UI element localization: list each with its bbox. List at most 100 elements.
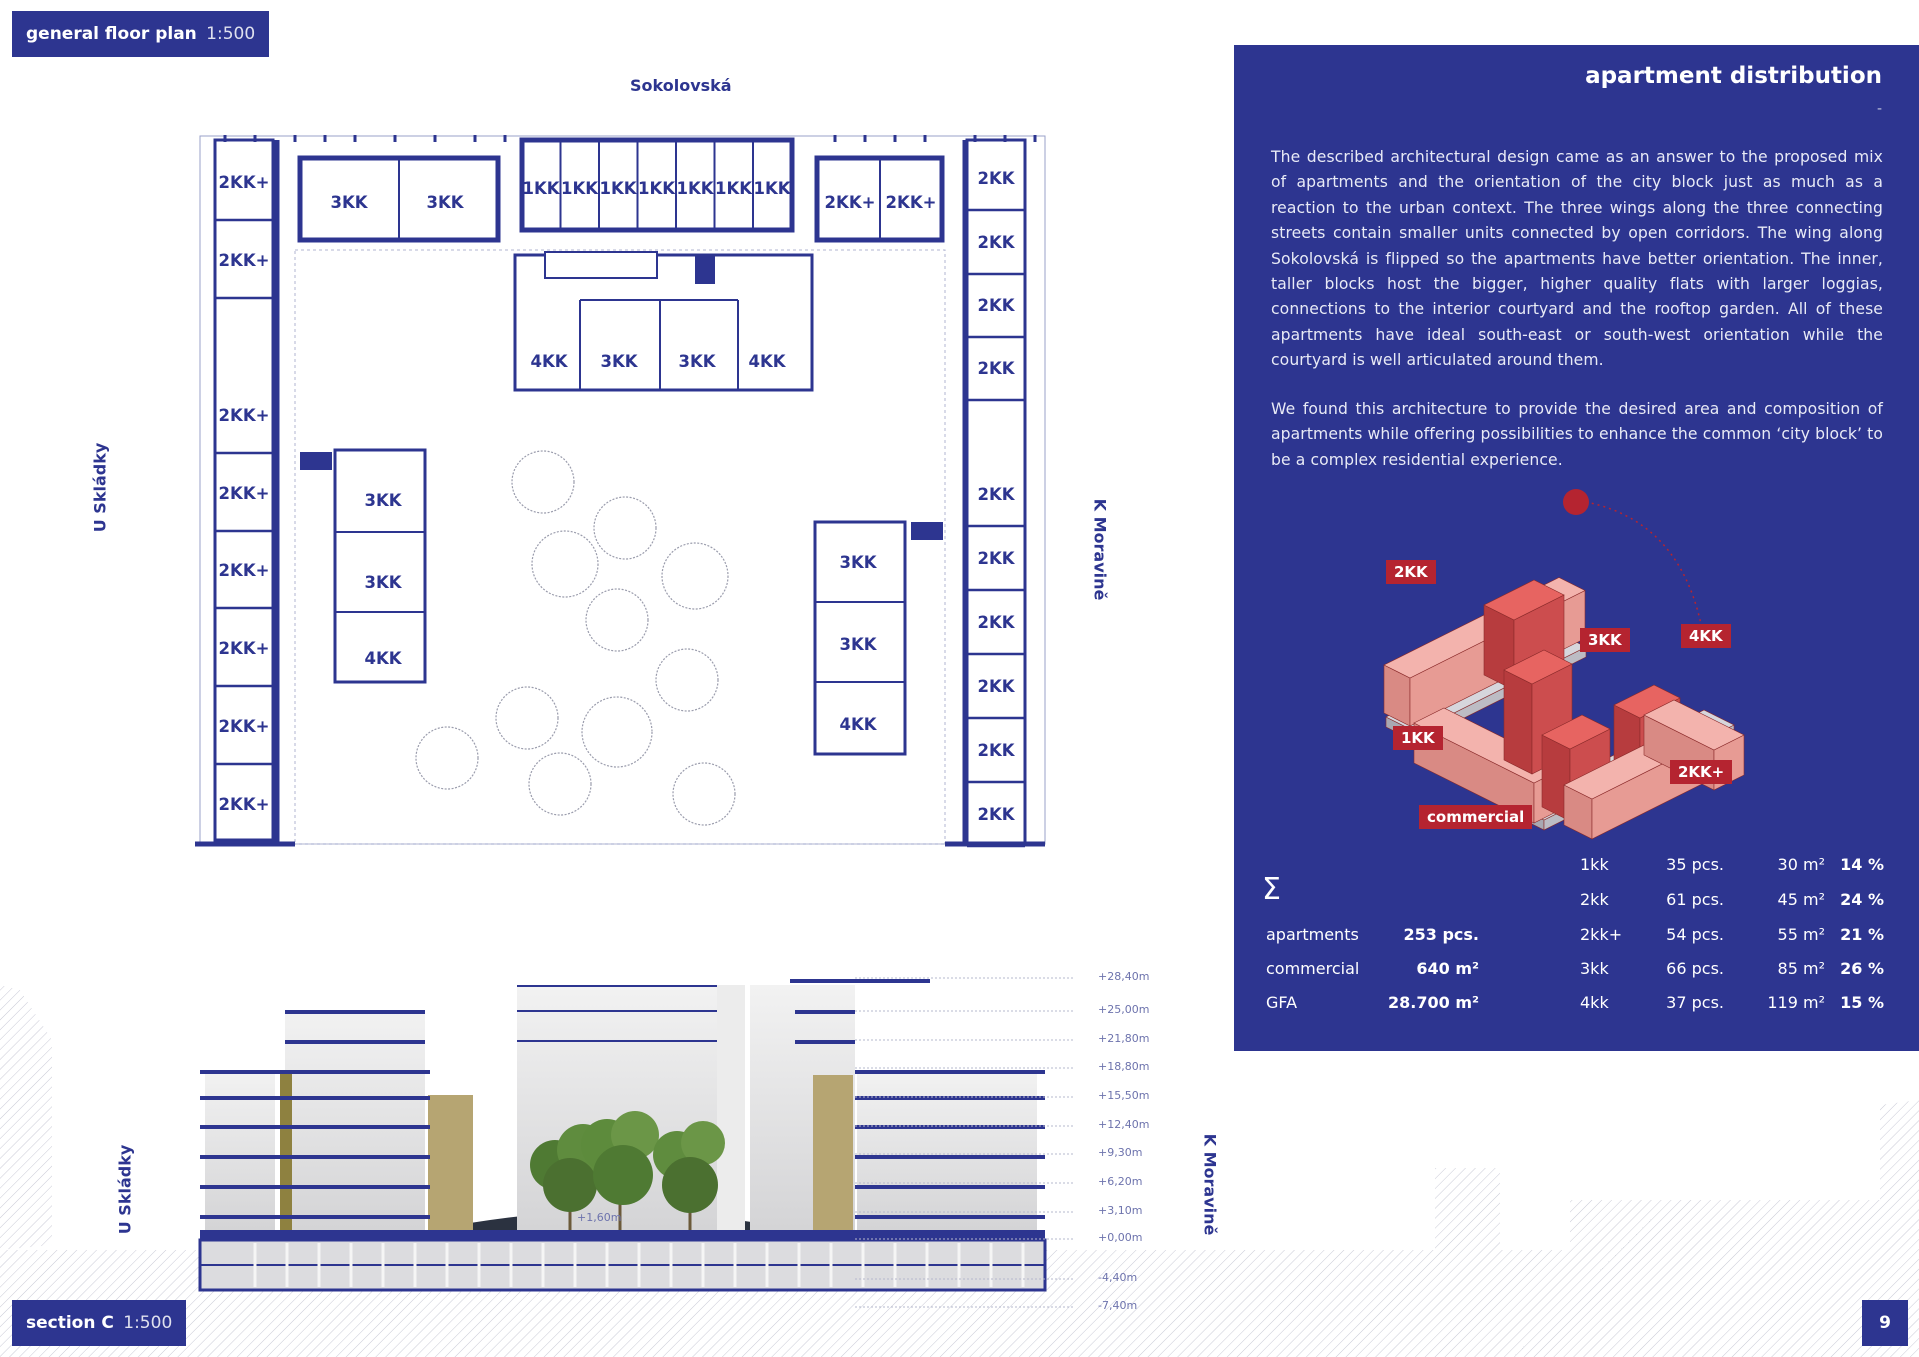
- unit-right-9: 2KK: [977, 741, 1015, 760]
- unit-left-6: 2KK+: [219, 639, 270, 658]
- mix-type: 1kk: [1580, 855, 1609, 874]
- iso-block-right-wing: [1643, 699, 1745, 751]
- unit-top-mid-5: 1KK: [676, 179, 714, 198]
- unit-inner-right-2: 3KK: [839, 635, 877, 654]
- description-paragraph-2: We found this architecture to provide th…: [1271, 400, 1883, 469]
- unit-left-8: 2KK+: [219, 795, 270, 814]
- unit-top-right-2: 2KK+: [886, 193, 937, 212]
- elevation-label: +21,80m: [1098, 1032, 1150, 1045]
- iso-label-2kk-plus: 2KK+: [1670, 760, 1733, 784]
- floor-slab-center: [517, 985, 717, 987]
- unit-inner-left-1: 3KK: [364, 491, 402, 510]
- iso-label-commercial: commercial: [1419, 805, 1533, 829]
- elevation-label: +3,10m: [1098, 1204, 1143, 1217]
- section-title: section C: [26, 1313, 114, 1333]
- unit-left-1: 2KK+: [219, 173, 270, 192]
- floor-slab-right: [855, 1070, 1045, 1074]
- iso-label-3kk: 3KK: [1580, 628, 1630, 652]
- unit-left-7: 2KK+: [219, 717, 270, 736]
- street-top-label: Sokolovská: [630, 76, 732, 95]
- floor-plan-tag: general floor plan 1:500: [12, 11, 270, 57]
- floor-slab-left: [200, 1125, 430, 1129]
- mix-count: 54 pcs.: [1666, 925, 1724, 944]
- unit-top-mid-6: 1KK: [715, 179, 753, 198]
- mix-type: 4kk: [1580, 993, 1609, 1012]
- mix-count: 61 pcs.: [1666, 890, 1724, 909]
- panel-dash: -: [1876, 101, 1882, 117]
- mix-area: 30 m²: [1777, 855, 1825, 874]
- section-street-right-label: K Moravině: [1200, 1133, 1220, 1236]
- sum-symbol: Σ: [1262, 872, 1281, 907]
- unit-right-5: 2KK: [977, 485, 1015, 504]
- mix-share: 21 %: [1840, 925, 1884, 944]
- unit-right-8: 2KK: [977, 677, 1015, 696]
- unit-inner-right-3: 4KK: [839, 715, 877, 734]
- mix-type: 3kk: [1580, 959, 1609, 978]
- elevation-label: -7,40m: [1098, 1299, 1138, 1312]
- floor-slab-center: [517, 1010, 717, 1012]
- elevation-label: +9,30m: [1098, 1146, 1143, 1159]
- total-label: commercial: [1266, 959, 1360, 978]
- mix-share: 15 %: [1840, 993, 1884, 1012]
- unit-right-1: 2KK: [977, 169, 1015, 188]
- unit-right-2: 2KK: [977, 233, 1015, 252]
- iso-block-tall-left: [1503, 649, 1573, 685]
- floor-slab-left: [200, 1155, 430, 1159]
- floor-slab-right: [855, 1185, 1045, 1189]
- section-tag: section C 1:500: [12, 1300, 187, 1346]
- mix-count: 66 pcs.: [1666, 959, 1724, 978]
- elevation-label: -4,40m: [1098, 1271, 1138, 1284]
- mix-count: 37 pcs.: [1666, 993, 1724, 1012]
- mix-share: 14 %: [1840, 855, 1884, 874]
- iso-label-4kk: 4KK: [1681, 624, 1731, 648]
- elevation-label: +6,20m: [1098, 1175, 1143, 1188]
- unit-inner-top-1: 4KK: [530, 352, 568, 371]
- mix-type: 2kk+: [1580, 925, 1623, 944]
- total-value: 253 pcs.: [1403, 925, 1479, 944]
- mix-area: 55 m²: [1777, 925, 1825, 944]
- total-label: GFA: [1266, 993, 1298, 1012]
- unit-top-mid-3: 1KK: [599, 179, 637, 198]
- mix-count: 35 pcs.: [1666, 855, 1724, 874]
- unit-top-mid-1: 1KK: [522, 179, 560, 198]
- floor-slab-center: [517, 1040, 717, 1042]
- iso-block-tall-back: [1483, 579, 1565, 621]
- roof-slab-right: [790, 979, 930, 983]
- mix-area: 45 m²: [1777, 890, 1825, 909]
- unit-inner-top-2: 3KK: [600, 352, 638, 371]
- unit-top-left-1: 3KK: [330, 193, 368, 212]
- floor-slab-right: [855, 1155, 1045, 1159]
- section-scale: 1:500: [123, 1313, 173, 1333]
- floor-slab-right-upper: [795, 1010, 855, 1014]
- unit-inner-top-3: 3KK: [678, 352, 716, 371]
- floor-slab-left: [200, 1096, 430, 1100]
- mix-type: 2kk: [1580, 890, 1609, 909]
- unit-left-2: 2KK+: [219, 251, 270, 270]
- floor-slab-left: [200, 1070, 430, 1074]
- unit-right-4: 2KK: [977, 359, 1015, 378]
- apartment-distribution-panel: apartment distribution - The described a…: [1234, 45, 1919, 1051]
- unit-inner-left-2: 3KK: [364, 573, 402, 592]
- unit-left-5: 2KK+: [219, 561, 270, 580]
- elevation-label: +28,40m: [1098, 970, 1150, 983]
- floor-slab-left-upper: [285, 1010, 425, 1014]
- floor-slab-left: [200, 1215, 430, 1219]
- total-value: 640 m²: [1416, 959, 1479, 978]
- floor-slab-right-upper: [795, 1040, 855, 1044]
- section-street-left-label: U Skládky: [115, 1144, 135, 1235]
- unit-top-right-1: 2KK+: [825, 193, 876, 212]
- floor-plan-scale: 1:500: [206, 24, 256, 44]
- iso-block-4kk: [1613, 684, 1681, 719]
- street-right-label: K Moravině: [1090, 498, 1110, 601]
- iso-block-tall-left: [1503, 669, 1533, 775]
- unit-top-mid-4: 1KK: [638, 179, 676, 198]
- street-left-label: U Skládky: [90, 442, 110, 533]
- floor-slab-left: [200, 1185, 430, 1189]
- mix-share: 26 %: [1840, 959, 1884, 978]
- floor-slab-right: [855, 1125, 1045, 1129]
- floor-slab-left-upper: [285, 1040, 425, 1044]
- page-number: 9: [1862, 1300, 1908, 1346]
- iso-label-1kk: 1KK: [1393, 726, 1443, 750]
- unit-top-mid-7: 1KK: [753, 179, 791, 198]
- unit-inner-right-1: 3KK: [839, 553, 877, 572]
